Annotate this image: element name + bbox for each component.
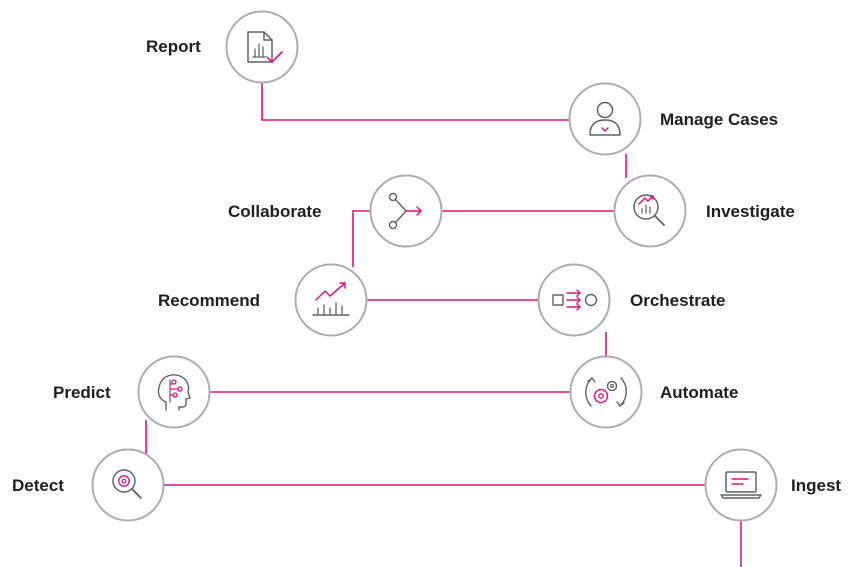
node-recommend[interactable] — [294, 263, 368, 337]
node-manage-cases[interactable] — [568, 82, 642, 156]
label-manage-cases: Manage Cases — [660, 110, 779, 129]
label-recommend: Recommend — [158, 291, 261, 310]
node-ingest[interactable] — [704, 448, 778, 522]
share-branch-icon — [388, 192, 422, 230]
magnifier-gear-icon — [112, 469, 142, 499]
label-predict: Predict — [53, 383, 111, 402]
node-automate[interactable] — [569, 355, 643, 429]
node-investigate[interactable] — [613, 174, 687, 248]
label-automate: Automate — [660, 383, 739, 402]
node-report[interactable] — [225, 10, 299, 84]
user-case-icon — [589, 101, 621, 136]
connector-recommend-collaborate — [352, 210, 370, 267]
connector-lines — [145, 82, 742, 567]
node-predict[interactable] — [137, 355, 211, 429]
label-report: Report — [146, 37, 201, 56]
trend-bars-icon — [312, 282, 350, 316]
report-chart-check-icon — [247, 31, 283, 63]
label-investigate: Investigate — [706, 202, 795, 221]
gears-cycle-icon — [585, 377, 627, 407]
node-orchestrate[interactable] — [537, 263, 611, 337]
laptop-icon — [720, 471, 762, 499]
connector-manage-report — [261, 82, 570, 121]
label-collaborate: Collaborate — [228, 202, 322, 221]
magnifier-chart-icon — [633, 194, 665, 226]
label-orchestrate: Orchestrate — [630, 291, 726, 310]
label-detect: Detect — [12, 476, 64, 495]
node-collaborate[interactable] — [369, 174, 443, 248]
flow-square-circle-icon — [552, 289, 598, 311]
node-detect[interactable] — [91, 448, 165, 522]
head-circuit-icon — [157, 374, 191, 411]
label-ingest: Ingest — [791, 476, 842, 495]
